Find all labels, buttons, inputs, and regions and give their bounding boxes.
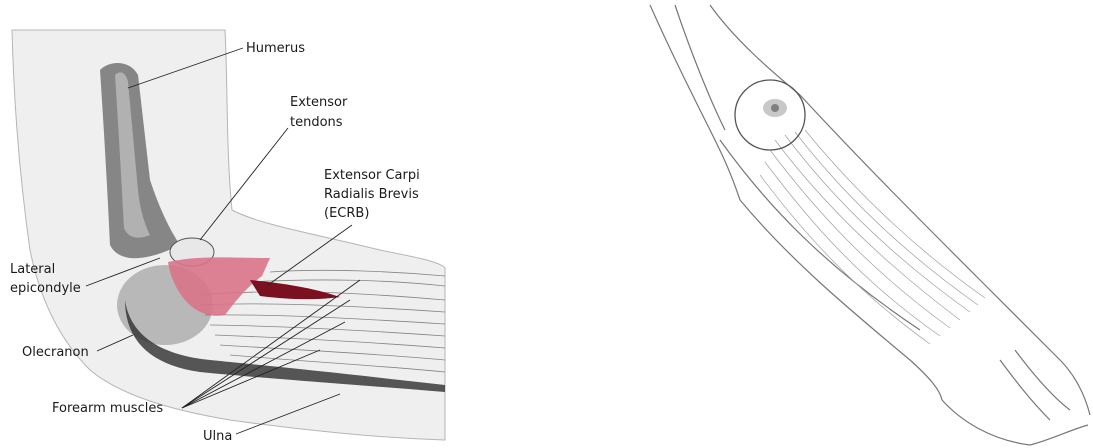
hand-knuckles xyxy=(1000,350,1070,420)
forearm-outline-bottom xyxy=(740,200,942,400)
ulna-label: Ulna xyxy=(203,429,232,444)
hand-outline xyxy=(942,360,1090,445)
upper-arm-outline-left xyxy=(650,5,740,200)
forearm-muscles-label: Forearm muscles xyxy=(52,401,163,416)
forearm-sketch-illustration xyxy=(560,0,1093,448)
lateral-epicondyle-label-line1: Lateral xyxy=(10,262,55,277)
ecrb-label-line2: Radialis Brevis xyxy=(324,187,419,202)
forearm-muscle-sketch xyxy=(760,130,985,344)
elbow-anatomy-svg: Humerus Extensor tendons Extensor Carpi … xyxy=(0,0,540,448)
forearm-sketch-svg xyxy=(560,0,1093,448)
ecrb-label-line3: (ECRB) xyxy=(324,206,369,221)
elbow-anatomy-illustration: Humerus Extensor tendons Extensor Carpi … xyxy=(0,0,540,448)
arm-outline xyxy=(650,5,1090,445)
olecranon-label: Olecranon xyxy=(22,345,89,360)
forearm-outline-top xyxy=(800,95,1060,360)
ecrb-label-line1: Extensor Carpi xyxy=(324,168,420,183)
elbow-pain-center xyxy=(771,104,779,112)
lateral-epicondyle-label-line2: epicondyle xyxy=(10,281,81,296)
humerus-label: Humerus xyxy=(246,41,305,56)
extensor-tendons-label-line1: Extensor xyxy=(290,95,348,110)
upper-arm-outline-right xyxy=(710,5,800,95)
extensor-tendons-label-line2: tendons xyxy=(290,115,343,130)
